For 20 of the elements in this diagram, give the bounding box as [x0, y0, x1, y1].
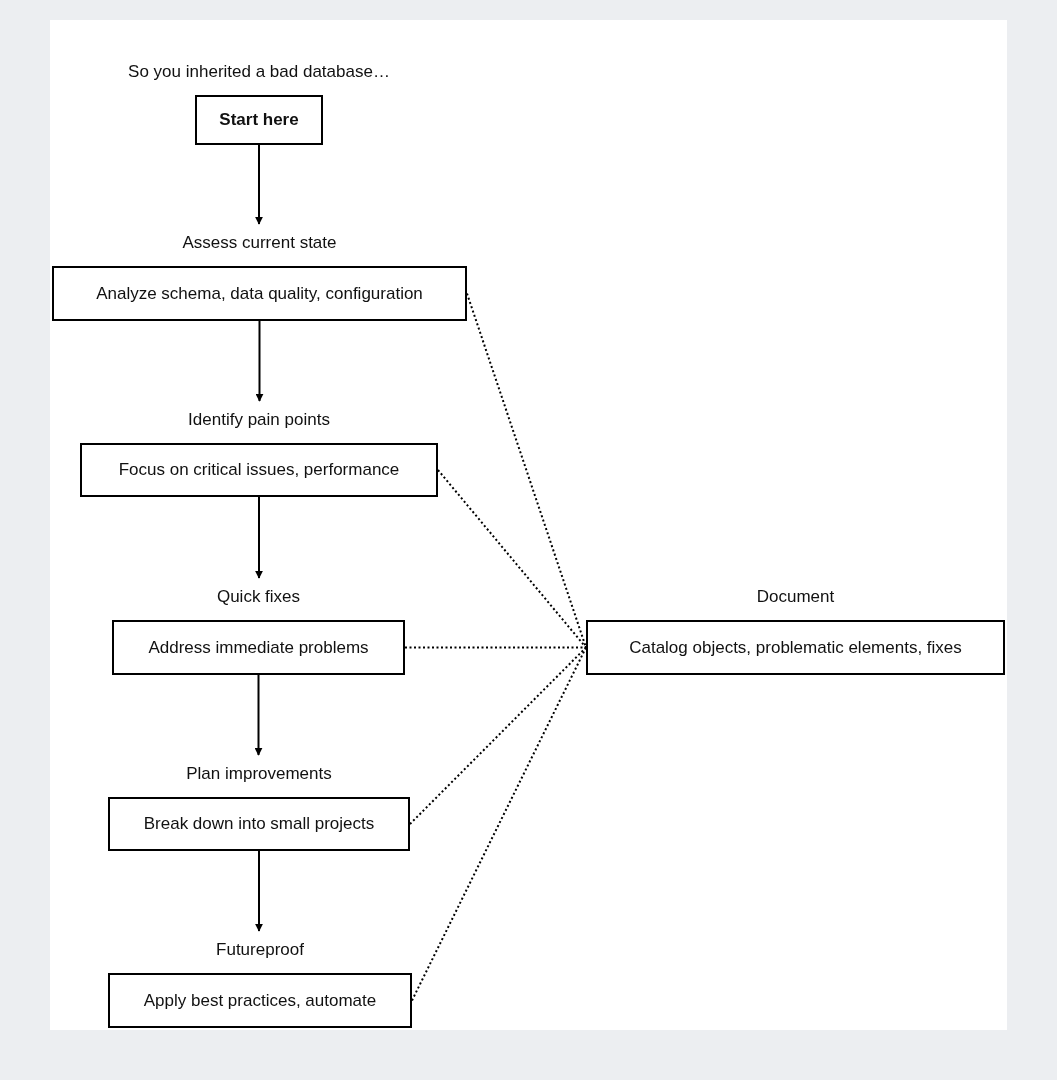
- dotted-connector: [437, 469, 587, 649]
- arrow: [255, 320, 264, 402]
- step-heading: Quick fixes: [216, 586, 301, 608]
- process-box: Start here: [195, 95, 323, 145]
- step-heading: Identify pain points: [188, 409, 330, 431]
- step-heading: So you inherited a bad database…: [128, 61, 390, 83]
- process-box: Catalog objects, problematic elements, fixes: [586, 620, 1005, 675]
- process-box: Address immediate problems: [112, 620, 405, 675]
- process-box: Apply best practices, automate: [108, 973, 412, 1028]
- process-box: Break down into small projects: [108, 797, 410, 851]
- step-heading: Futureproof: [216, 939, 304, 961]
- arrow: [255, 850, 263, 932]
- step-heading: Document: [756, 586, 835, 608]
- process-box: Focus on critical issues, performance: [80, 443, 438, 497]
- step-heading: Plan improvements: [186, 763, 332, 785]
- arrow: [255, 144, 263, 225]
- arrow: [255, 496, 263, 579]
- process-box: Analyze schema, data quality, configuration: [52, 266, 467, 321]
- arrow: [254, 674, 263, 756]
- step-heading: Assess current state: [182, 232, 337, 254]
